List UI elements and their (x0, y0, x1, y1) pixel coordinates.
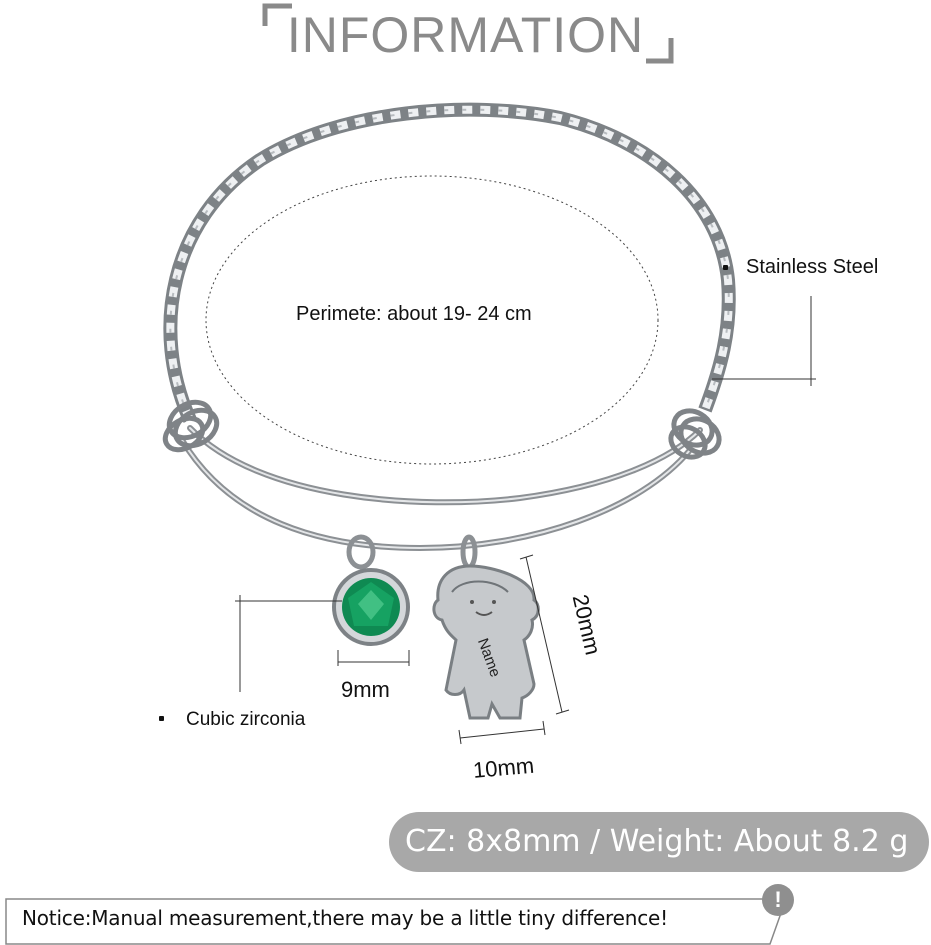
stone-label: Cubic zirconia (186, 709, 306, 730)
perimeter-label: Perimete: about 19- 24 cm (296, 303, 532, 325)
material-label: Stainless Steel (746, 256, 879, 278)
notice-callout-frame (5, 898, 788, 945)
title-bracket-left (262, 3, 292, 26)
material-bullet (723, 265, 728, 270)
charm-width-label: 10mm (472, 752, 536, 783)
wire-coil-left (162, 399, 220, 453)
perimeter-dotted-ellipse (205, 175, 659, 465)
stone-size-label: 9mm (341, 677, 390, 702)
wire-coil-right (668, 408, 722, 460)
material-leader-line (712, 296, 816, 386)
stone-width-dimension-line (337, 650, 410, 666)
stone-leader-line (235, 595, 342, 692)
charm-height-dimension-line (519, 554, 570, 715)
exclamation-icon: ! (762, 884, 794, 916)
notice-text: Notice:Manual measurement,there may be a… (22, 906, 668, 930)
bangle-twisted-wire (163, 102, 736, 423)
title-bracket-right (646, 38, 674, 64)
birthstone-charm (332, 534, 410, 646)
stone-bullet (159, 716, 164, 721)
page-title: INFORMATION (286, 7, 645, 63)
bangle-inner-wire (179, 425, 703, 552)
kid-charm-pendant (432, 534, 540, 720)
charm-width-dimension-line (458, 720, 546, 745)
spec-summary-badge: CZ: 8x8mm / Weight: About 8.2 g (389, 812, 929, 872)
